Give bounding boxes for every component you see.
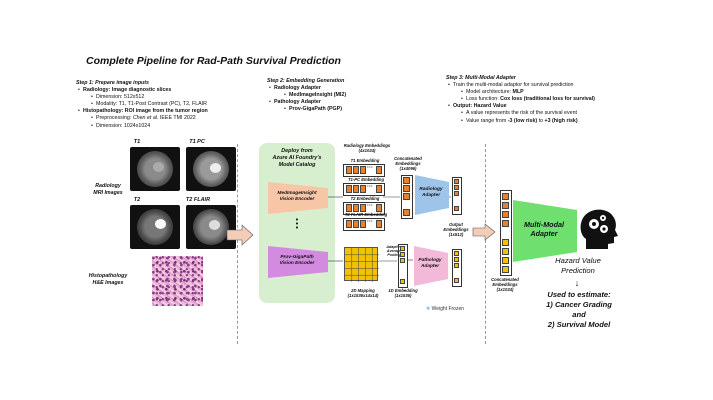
step3-range-mid: to — [537, 117, 545, 124]
pooling-label: Adaptive Average Pooling — [386, 245, 402, 258]
mm-adapter-shape — [513, 200, 577, 262]
histopathology-image — [152, 256, 203, 306]
catalog-title: Deploy from Azure AI Foundry's Model Cat… — [272, 148, 322, 168]
step1-radiology-text: Image diagnostic slices — [111, 87, 172, 94]
page-title: Complete Pipeline for Rad-Path Survival … — [86, 55, 341, 67]
weight-frozen-label: Weight Frozen — [431, 306, 465, 312]
input-arrow-icon — [226, 224, 254, 246]
t1pc-emb-label: T1-PC Embedding — [347, 177, 385, 182]
catalog-dots: • • • — [295, 217, 299, 232]
1d-emb-column — [398, 244, 408, 288]
mri-t1-image — [130, 147, 180, 191]
divider-right — [485, 144, 486, 344]
1d-emb-label: 1D Embedding (1x1536) — [388, 288, 418, 298]
step2-path-model: Prov-GigaPath (PGP) — [289, 106, 342, 113]
step3-range-high: +3 (high risk) — [544, 117, 578, 124]
mri-t2-image — [130, 205, 180, 249]
step2-path-adapter: Pathology Adapter — [274, 99, 321, 106]
snowflake-icon: ❄ — [426, 306, 431, 312]
brain-gears-icon — [580, 209, 618, 249]
rad-adapter-shape — [415, 175, 449, 215]
t1pc-emb-row: ··· — [343, 183, 385, 196]
t2flair-emb-row: ··· — [343, 218, 385, 231]
step1-heading: Step 1: Prepare image inputs — [76, 80, 150, 86]
step3-range-low: -3 (low risk) — [507, 117, 538, 124]
pgp-encoder-label: Prov-GigaPath Vision Encoder — [279, 255, 315, 266]
step3-loss: Cox loss (traditional loss for survival) — [500, 96, 595, 103]
mapping-label: 2D Mapping (1x1536x14x14) — [347, 288, 379, 298]
concat-1024-label: Concatenated Embeddings (1x1024) — [491, 277, 519, 292]
step1-preproc-prefix: Preprocessing: — [96, 115, 133, 122]
t1-emb-row: ··· — [343, 164, 385, 177]
t2-label: T2 — [133, 197, 141, 203]
mi-encoder-label: MedImageInsight Vision Encoder — [277, 191, 317, 202]
step2-rad-model: MedImageInsight (MI2) — [289, 92, 347, 99]
concat-4096-label: Concatenated Embeddings (1x4096) — [394, 156, 422, 171]
rad-output-column — [452, 177, 462, 215]
t1pc-label: T1 PC — [189, 139, 205, 145]
rad-adapter-label: Radiology Adapter — [419, 187, 443, 198]
path-adapter-shape — [414, 246, 448, 286]
t1-label: T1 — [133, 139, 141, 145]
step3-range-prefix: Value range from — [466, 117, 508, 124]
t2-emb-row: ··· — [343, 202, 385, 215]
step3-arch: MLP — [512, 89, 524, 96]
t2flair-label: T2 FLAIR — [185, 197, 211, 203]
histo-images-label: Histopathology H&E Images — [88, 273, 128, 286]
step3-risk: A value represents the risk of the survi… — [446, 110, 595, 117]
rad-emb-label: Radiology Embeddings (4x1024) — [343, 143, 391, 153]
step1-histo-dim: Dimension: 1024x1024 — [76, 123, 208, 130]
divider-left — [237, 144, 238, 344]
2d-mapping-grid — [344, 247, 379, 282]
step2-text: Step 2: Embedding Generation Radiology A… — [267, 78, 346, 113]
step3-arch-prefix: Model architecture: — [466, 89, 513, 96]
concat-4096-column — [401, 175, 413, 219]
step3-heading: Step 3: Multi-Modal Adapter — [446, 75, 516, 81]
step3-text: Step 3: Multi-Modal Adapter Train the mu… — [446, 75, 595, 125]
radiology-images-label: Radiology MRI Images — [93, 183, 123, 196]
t2flair-emb-label: T2 FLAIR Embedding — [344, 212, 388, 217]
mi-encoder-shape — [268, 182, 328, 214]
step3-output: Output: Hazard Value — [453, 103, 507, 110]
step3-train: Train the multi-modal adaptor for surviv… — [446, 82, 595, 89]
hazard-down-arrow-icon: ↓ — [574, 278, 580, 288]
t1-emb-label: T1 Embedding — [350, 158, 380, 163]
output-arrow-icon — [472, 223, 496, 241]
connector-lines — [328, 196, 451, 262]
path-output-column — [452, 249, 462, 287]
step1-histo-text: ROI image from the tumor region — [124, 108, 208, 115]
step3-loss-prefix: Loss function: — [466, 96, 501, 103]
pgp-encoder-shape — [268, 246, 328, 278]
output-emb-label: Output Embeddings (1x512) — [443, 222, 469, 237]
t2-emb-label: T2 Embedding — [350, 196, 380, 201]
hazard-label: Hazard Value Prediction — [555, 256, 601, 275]
concat-1024-column — [500, 190, 512, 276]
weight-frozen-legend: ❄ Weight Frozen — [426, 306, 464, 312]
step1-text: Step 1: Prepare image inputs Radiology: … — [76, 80, 208, 130]
mri-t1pc-image — [186, 147, 236, 191]
step2-heading: Step 2: Embedding Generation — [267, 78, 345, 84]
mm-adapter-label: Multi-Modal Adapter — [524, 220, 564, 238]
path-adapter-label: Pathology Adapter — [418, 258, 442, 269]
mri-t2flair-image — [186, 205, 236, 249]
step2-rad-adapter: Radiology Adapter — [274, 85, 321, 92]
step1-dim: Dimension: 512x512 — [76, 94, 208, 101]
step1-radiology-label: Radiology: — [83, 87, 111, 94]
step1-preproc-italic: Chen et al. — [132, 115, 159, 122]
step1-histo-label: Histopathology: — [83, 108, 124, 115]
used-to-estimate-label: Used to estimate: 1) Cancer Grading and … — [546, 290, 612, 329]
step1-preproc-suffix: IEEE TMI 2022 — [158, 115, 196, 122]
step1-modality: Modality: T1, T1-Post Contrast (PC), T2,… — [76, 101, 208, 108]
